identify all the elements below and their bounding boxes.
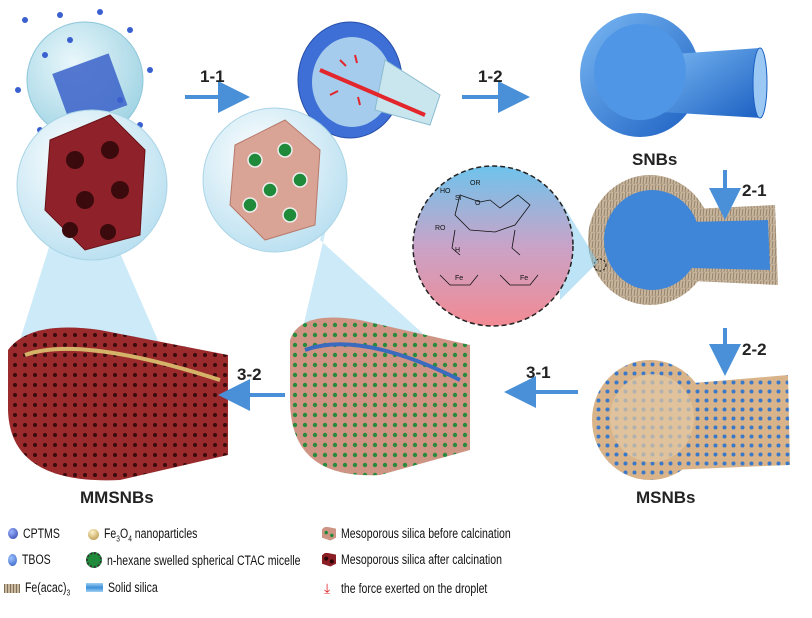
step-label-3-1: 3-1 xyxy=(526,363,551,382)
cptms-sphere-icon xyxy=(8,528,18,539)
legend-label: CPTMS xyxy=(23,526,60,541)
step-label-2-2: 2-2 xyxy=(742,340,767,359)
chem-label: H xyxy=(455,247,460,254)
micelle-icon xyxy=(86,552,102,568)
snb-structure xyxy=(580,13,768,137)
fe3o4-nanoparticle-icon xyxy=(88,529,99,541)
product-label-mmsnbs: MMSNBs xyxy=(80,488,154,507)
product-label-snbs: SNBs xyxy=(632,150,677,169)
chem-label: Fe xyxy=(520,275,528,282)
force-arrow-icon: ⤓ xyxy=(324,580,331,596)
legend-after-calcination: Mesoporous silica after calcination xyxy=(322,552,547,567)
legend-before-calcination: Mesoporous silica before calcination xyxy=(322,526,559,541)
step-label-2-1: 2-1 xyxy=(742,181,767,200)
chemistry-inset: HO OR Si O RO H Fe Fe xyxy=(412,165,598,327)
solid-silica-icon xyxy=(86,583,103,592)
legend-label: TBOS xyxy=(22,552,51,567)
chem-label: OR xyxy=(470,180,481,187)
mesoporous-before-icon xyxy=(322,526,336,541)
mmsnb-structure xyxy=(8,109,228,481)
legend-label: Fe(acac)3 xyxy=(25,580,71,598)
mesoporous-before-calcination-structure xyxy=(202,107,470,476)
legend-cptms: CPTMS xyxy=(8,526,70,541)
process-arrows xyxy=(185,81,741,411)
fe-acac-coated-structure xyxy=(588,175,778,305)
legend-fe3o4: Fe3O4 nanoparticles xyxy=(88,526,224,544)
step-label-1-1: 1-1 xyxy=(200,67,225,86)
legend-label: Mesoporous silica after calcination xyxy=(341,552,502,567)
initial-droplet xyxy=(15,9,153,139)
legend-label: the force exerted on the droplet xyxy=(341,581,488,596)
legend-tbos: TBOS xyxy=(8,552,59,567)
product-label-msnbs: MSNBs xyxy=(636,488,696,507)
legend-label: n-hexane swelled spherical CTAC micelle xyxy=(107,552,301,568)
mesoporous-after-icon xyxy=(322,552,336,567)
step-label-1-2: 1-2 xyxy=(478,67,503,86)
msnb-structure xyxy=(592,360,790,480)
deformed-droplet xyxy=(297,21,441,139)
force-arrow-icon xyxy=(319,68,426,117)
chem-label: HO xyxy=(440,188,451,195)
legend-label: Mesoporous silica before calcination xyxy=(341,526,511,541)
legend-solid-silica: Solid silica xyxy=(86,580,172,595)
legend-label: Fe3O4 nanoparticles xyxy=(104,526,198,544)
step-label-3-2: 3-2 xyxy=(237,365,262,384)
legend-force: ⤓ the force exerted on the droplet xyxy=(324,580,529,597)
chem-label: Si xyxy=(455,195,462,202)
legend-micelle: n-hexane swelled spherical CTAC micelle xyxy=(86,552,355,568)
chem-label: RO xyxy=(435,225,446,232)
chem-label: O xyxy=(475,200,481,207)
legend-label: Solid silica xyxy=(108,580,158,595)
tbos-sphere-icon xyxy=(8,553,17,566)
fe-acac-fiber-icon xyxy=(4,584,20,594)
legend-fe-acac: Fe(acac)3 xyxy=(4,580,83,598)
chem-label: Fe xyxy=(455,275,463,282)
